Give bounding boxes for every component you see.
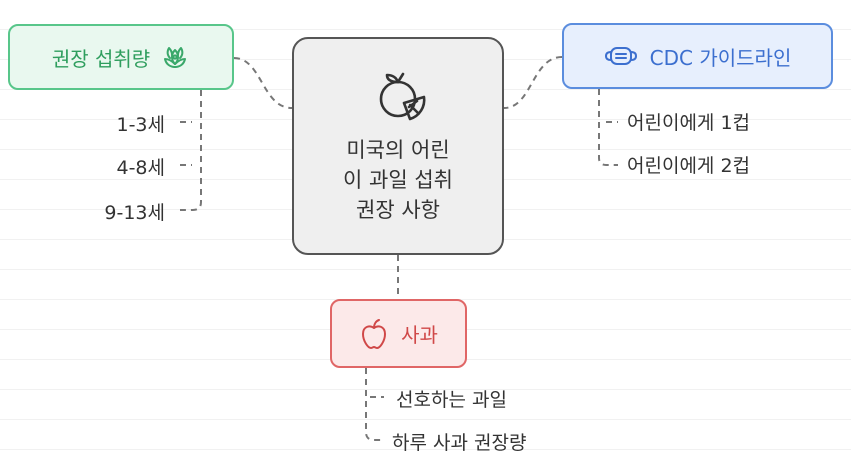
citrus-fruit-icon — [379, 72, 426, 121]
daily-apple-item: 하루 사과 권장량 — [392, 432, 527, 454]
central-topic-title: 미국의 어린 이 과일 섭취 권장 사항 — [300, 135, 496, 225]
cdc-guideline-node[interactable]: CDC 가이드라인 — [562, 23, 833, 89]
age-1-3-item: 1-3세 — [116, 114, 165, 136]
age-9-13-item: 9-13세 — [104, 202, 165, 224]
apple-label: 사과 — [401, 323, 438, 347]
recommended-intake-node[interactable]: 권장 섭취량 — [8, 24, 234, 90]
connector-bottom-items — [365, 368, 384, 441]
succulent-icon — [164, 47, 187, 68]
central-title-line-1: 미국의 어린 — [346, 138, 450, 162]
central-title-line-3: 권장 사항 — [356, 198, 440, 222]
central-topic-node[interactable]: 미국의 어린 이 과일 섭취 권장 사항 — [292, 37, 504, 255]
recommended-intake-label: 권장 섭취량 — [51, 46, 151, 71]
central-title-line-2: 이 과일 섭취 — [343, 168, 453, 192]
favorite-fruit-item: 선호하는 과일 — [396, 389, 507, 411]
one-cup-item: 어린이에게 1컵 — [627, 112, 751, 134]
connector-left-items — [180, 90, 202, 211]
connector-left — [233, 57, 293, 109]
apple-icon — [362, 318, 387, 349]
connector-right — [503, 56, 563, 109]
two-cups-item: 어린이에게 2컵 — [627, 155, 751, 177]
cdc-guideline-label: CDC 가이드라인 — [649, 45, 792, 70]
apple-node[interactable]: 사과 — [330, 299, 467, 368]
age-4-8-item: 4-8세 — [116, 157, 165, 179]
connector-right-items — [598, 89, 618, 166]
face-mask-icon — [604, 47, 637, 65]
